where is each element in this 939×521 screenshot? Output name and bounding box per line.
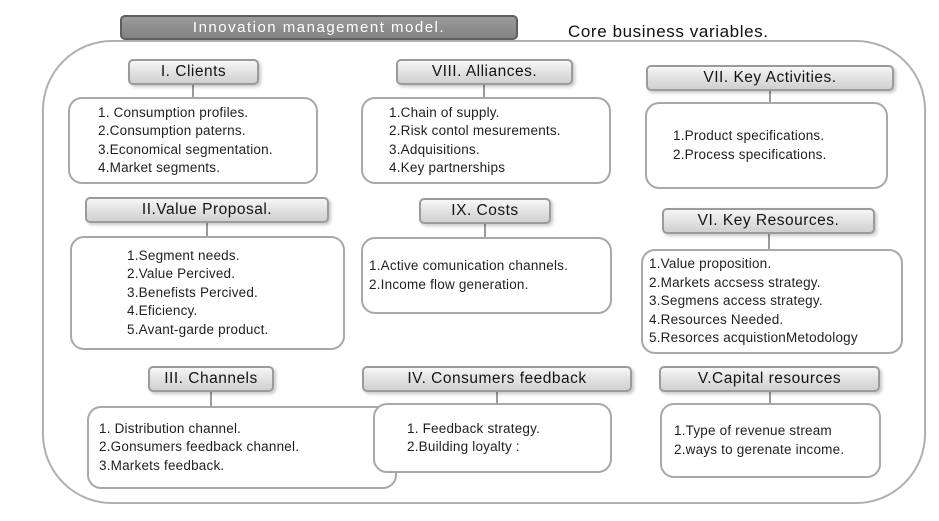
- list-item: 3.Economical segmentation.: [98, 141, 273, 157]
- list-item: 2.Building loyalty :: [407, 439, 520, 454]
- list-item: 1.Chain of supply.: [389, 104, 500, 120]
- list-item: 2.Consumption paterns.: [98, 123, 246, 138]
- list-item: 1. Consumption profiles.: [98, 104, 249, 120]
- box-body-value-proposal: 1.Segment needs. 2.Value Percived. 3.Benef…: [70, 236, 345, 350]
- list-item: 1.Value proposition.: [649, 256, 772, 272]
- box-title-channels: III. Channels: [148, 366, 274, 392]
- box-body-clients: 1. Consumption profiles. 2.Consumption pa…: [68, 97, 318, 184]
- connector-line: [484, 222, 486, 238]
- box-body-consumers-feedback: 1. Feedback strategy. 2.Building loyalty …: [373, 403, 612, 473]
- list-item: 5.Resorces acquistionMetodology: [649, 330, 858, 346]
- list-item: 1.Product specifications.: [673, 128, 825, 143]
- list-item: 2.ways to gerenate income.: [674, 441, 845, 457]
- list-item: 1.Segment needs.: [127, 247, 240, 263]
- box-body-key-activities: 1.Product specifications. 2.Process speci…: [645, 102, 888, 189]
- list-item: 1.Active comunication channels.: [369, 258, 569, 273]
- list-item: 3.Benefists Percived.: [127, 284, 259, 300]
- list-item: 2.Value Percived.: [127, 266, 236, 282]
- list-item: 4.Resources Needed.: [649, 311, 784, 327]
- box-body-alliances: 1.Chain of supply. 2.Risk contol mesureme…: [361, 97, 611, 184]
- box-title-alliances: VIII. Alliances.: [396, 59, 573, 85]
- list-item: 2.Process specifications.: [673, 146, 827, 162]
- box-title-key-activities: VII. Key Activities.: [646, 65, 894, 91]
- list-item: 4.Key partnerships: [389, 160, 506, 175]
- box-title-consumers-feedback: IV. Consumers feedback: [362, 366, 632, 392]
- list-item: 5.Avant-garde product.: [127, 321, 269, 337]
- list-item: 2.Markets accsess strategy.: [649, 274, 821, 290]
- connector-line: [483, 83, 485, 98]
- list-item: 1.Type of revenue stream: [674, 423, 832, 438]
- list-item: 4.Market segments.: [98, 160, 221, 175]
- box-body-channels: 1. Distribution channel. 2.Gonsumers feed…: [87, 406, 397, 489]
- box-body-key-resources: 1.Value proposition. 2.Markets accsess st…: [641, 249, 903, 354]
- list-item: 2.Risk contol mesurements.: [389, 123, 561, 138]
- box-body-costs: 1.Active comunication channels. 2.Income …: [361, 237, 612, 314]
- connector-line: [210, 390, 212, 407]
- connector-line: [192, 83, 194, 98]
- list-item: 1. Distribution channel.: [99, 420, 242, 436]
- subtitle-core-business-variables: Core business variables.: [568, 22, 769, 41]
- list-item: 2.Income flow generation.: [369, 276, 529, 292]
- list-item: 2.Gonsumers feedback channel.: [99, 439, 300, 455]
- box-title-costs: IX. Costs: [419, 198, 551, 224]
- list-item: 4.Eficiency.: [127, 303, 198, 319]
- connector-line: [768, 232, 770, 250]
- box-title-value-proposal: II.Value Proposal.: [85, 197, 329, 223]
- list-item: 1. Feedback strategy.: [407, 420, 541, 436]
- connector-line: [206, 221, 208, 237]
- box-title-capital-resources: V.Capital resources: [659, 366, 880, 392]
- box-title-clients: I. Clients: [128, 59, 259, 85]
- connector-line: [496, 390, 498, 404]
- list-item: 3.Markets feedback.: [99, 457, 225, 473]
- connector-line: [769, 89, 771, 103]
- list-item: 3.Segmens access strategy.: [649, 293, 823, 309]
- box-body-capital-resources: 1.Type of revenue stream 2.ways to gerena…: [660, 403, 881, 478]
- box-title-key-resources: VI. Key Resources.: [662, 208, 875, 234]
- connector-line: [769, 390, 771, 404]
- list-item: 3.Adquisitions.: [389, 141, 480, 157]
- model-badge: Innovation management model.: [120, 15, 518, 40]
